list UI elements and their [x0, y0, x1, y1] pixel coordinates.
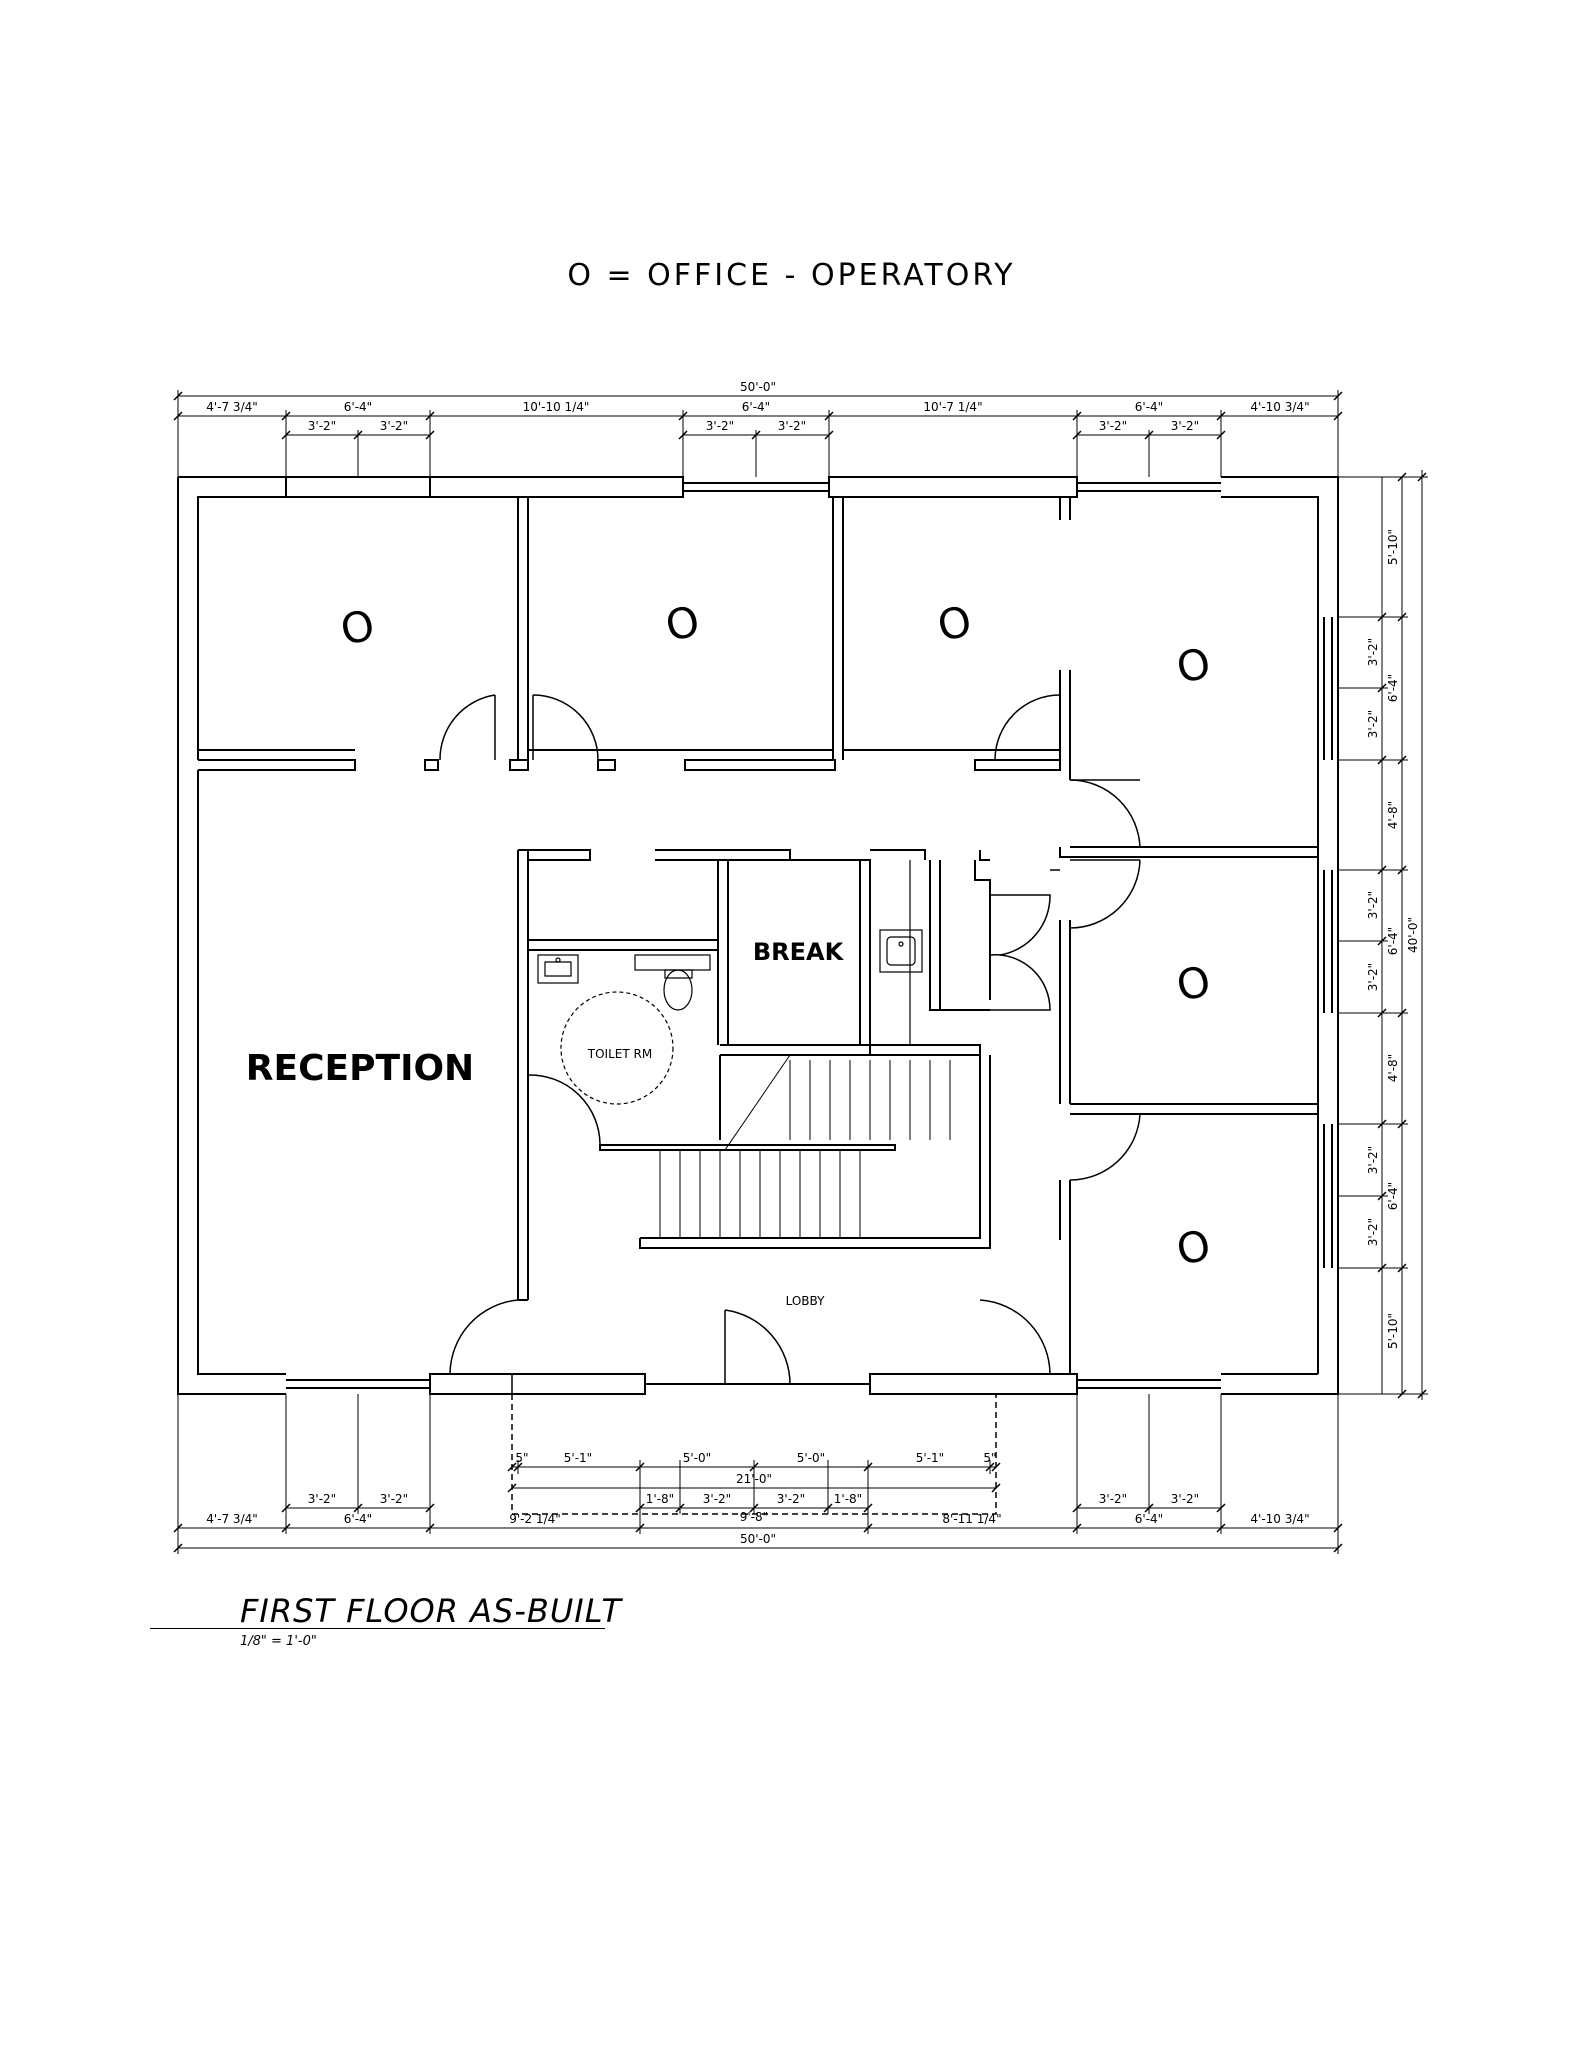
dims-bottom-ticks: [173, 1462, 1343, 1553]
dim-top-sub: 3'-2": [1171, 419, 1199, 433]
dim-top-seg6: 6'-4": [1135, 400, 1163, 414]
dim-bot-seg2: 6'-4": [344, 1512, 372, 1526]
dim-right-c: 6'-4": [1386, 1182, 1400, 1210]
dim-bot-p5: 5": [515, 1451, 528, 1465]
break-label: BREAK: [753, 938, 845, 966]
dim-top-seg1: 4'-7 3/4": [206, 400, 258, 414]
dims-top-ticks: [173, 391, 1343, 440]
office-mark-5: O: [1172, 956, 1215, 1011]
office-mark-6: O: [1172, 1220, 1215, 1275]
dim-right-b: 3'-2": [1366, 1146, 1380, 1174]
dim-top-seg7: 4'-10 3/4": [1250, 400, 1309, 414]
dim-bot-p50: 5'-0": [797, 1451, 825, 1465]
office-mark-3: O: [933, 596, 976, 651]
reception-label: RECEPTION: [246, 1048, 474, 1089]
title-underline: [150, 1628, 605, 1629]
dim-top-sub: 3'-2": [778, 419, 806, 433]
dim-bot-p51: 5'-1": [564, 1451, 592, 1465]
dim-right-c: 6'-4": [1386, 674, 1400, 702]
dim-right-d: 4'-8": [1386, 801, 1400, 829]
dims-top-text: 50'-0" 4'-7 3/4" 6'-4" 10'-10 1/4" 6'-4"…: [206, 380, 1309, 433]
dim-top-overall: 50'-0": [740, 380, 776, 394]
dim-top-sub: 3'-2": [308, 419, 336, 433]
dim-right-b: 3'-2": [1366, 638, 1380, 666]
dim-right-overall: 40'-0": [1406, 917, 1420, 953]
dim-right-b: 3'-2": [1366, 963, 1380, 991]
office-mark-2: O: [661, 596, 704, 651]
dim-top-sub: 3'-2": [706, 419, 734, 433]
dim-bot-seg5: 8'-11 1/4": [942, 1512, 1001, 1526]
dim-right-d: 4'-8": [1386, 1054, 1400, 1082]
drawing-scale: 1/8" = 1'-0": [240, 1634, 317, 1649]
toilet-label: TOILET RM: [587, 1047, 652, 1061]
dim-top-seg5: 10'-7 1/4": [923, 400, 982, 414]
fixtures: [537, 860, 923, 1105]
dim-top-sub: 3'-2": [1099, 419, 1127, 433]
dim-bot-sub: 3'-2": [1099, 1492, 1127, 1506]
dims-right: [1338, 470, 1428, 1400]
dim-top-seg4: 6'-4": [742, 400, 770, 414]
dim-bot-seg3: 9'-2 1/4": [509, 1512, 561, 1526]
dim-bot-seg1: 4'-7 3/4": [206, 1512, 258, 1526]
dim-bot-seg7: 4'-10 3/4": [1250, 1512, 1309, 1526]
room-labels: O O O O O O RECEPTION BREAK TOILET RM LO…: [246, 596, 1215, 1308]
dim-bot-p18: 1'-8": [834, 1492, 862, 1506]
dim-bot-sub: 3'-2": [703, 1492, 731, 1506]
dim-bot-p50: 5'-0": [683, 1451, 711, 1465]
dim-right-b: 3'-2": [1366, 710, 1380, 738]
dim-bot-p98: 9'-8": [740, 1510, 768, 1524]
dim-top-seg2: 6'-4": [344, 400, 372, 414]
dim-right-c: 6'-4": [1386, 927, 1400, 955]
dim-bot-porch: 21'-0": [736, 1472, 772, 1486]
office-mark-1: O: [336, 600, 379, 655]
legend-text: O = OFFICE - OPERATORY: [567, 258, 1016, 293]
dim-top-seg3: 10'-10 1/4": [523, 400, 590, 414]
interior-walls: [197, 497, 1318, 1374]
dim-right-b: 3'-2": [1366, 891, 1380, 919]
dim-top-sub: 3'-2": [380, 419, 408, 433]
dim-bot-p18: 1'-8": [646, 1492, 674, 1506]
dim-bot-seg6: 6'-4": [1135, 1512, 1163, 1526]
doors: [439, 694, 1141, 1394]
dim-bot-sub: 3'-2": [308, 1492, 336, 1506]
dims-bottom-text: 5" 5'-1" 5'-0" 5'-0" 5'-1" 5" 21'-0" 3'-…: [206, 1451, 1309, 1546]
dims-right-text: 5'-10" 3'-2" 3'-2" 6'-4" 4'-8" 3'-2" 3'-…: [1366, 529, 1420, 1349]
dim-bot-sub: 3'-2": [777, 1492, 805, 1506]
drawing-title: FIRST FLOOR AS-BUILT: [240, 1592, 622, 1630]
dim-right-a: 5'-10": [1386, 529, 1400, 565]
stairs: [659, 1054, 980, 1238]
dim-bot-overall: 50'-0": [740, 1532, 776, 1546]
dim-right-a: 5'-10": [1386, 1313, 1400, 1349]
dims-right-ticks: [1377, 472, 1427, 1399]
dim-bot-sub: 3'-2": [1171, 1492, 1199, 1506]
office-mark-4: O: [1172, 638, 1215, 693]
lobby-label: LOBBY: [786, 1294, 826, 1308]
dim-bot-sub: 3'-2": [380, 1492, 408, 1506]
dim-right-b: 3'-2": [1366, 1218, 1380, 1246]
dim-bot-p51: 5'-1": [916, 1451, 944, 1465]
dim-bot-p5: 5": [983, 1451, 996, 1465]
